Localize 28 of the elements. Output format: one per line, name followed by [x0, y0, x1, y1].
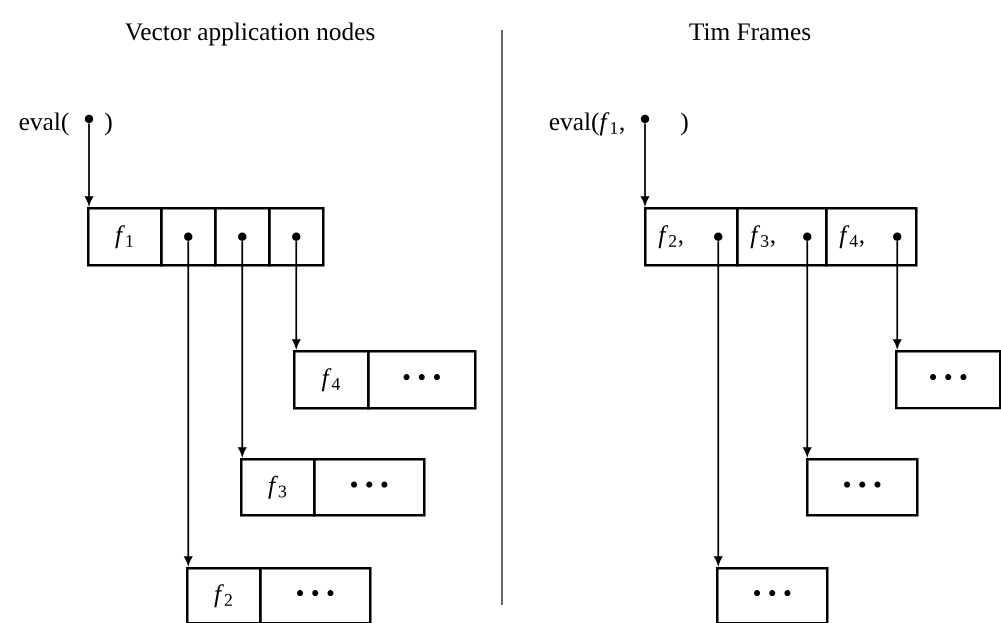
node-cell: • • • [367, 350, 477, 410]
arrow [238, 240, 247, 456]
pointer-cell [268, 207, 325, 267]
panel-title: Vector application nodes [125, 22, 375, 46]
node-cell: • • • [716, 567, 829, 623]
eval-expression: eval(f$_{1}$, ) [549, 112, 688, 136]
arrow [85, 122, 93, 205]
frame-cell: f$_{3}$, [736, 207, 828, 267]
node-cell: • • • [806, 458, 919, 517]
arrow [292, 240, 301, 348]
panel-title: Tim Frames [689, 23, 811, 41]
arrow [184, 240, 193, 565]
pointer-cell [160, 207, 217, 267]
node-cell: • • • [895, 350, 1001, 410]
node-cell: • • • [313, 458, 426, 517]
node-cell: f$_{2}$ [186, 567, 262, 623]
node-cell: f$_{4}$ [293, 350, 370, 410]
eval-expression: eval( ) [19, 112, 112, 136]
frame-cell: f$_{2}$, [644, 207, 739, 267]
arrow [893, 240, 902, 348]
node-cell: f$_{3}$ [240, 458, 316, 517]
node-cell: • • • [259, 567, 372, 623]
node-cell: f$_{1}$ [87, 207, 163, 267]
arrow [714, 240, 723, 565]
arrow [803, 240, 812, 456]
frame-cell: f$_{4}$, [825, 207, 918, 267]
arrow [641, 122, 649, 205]
pointer-cell [214, 207, 271, 267]
